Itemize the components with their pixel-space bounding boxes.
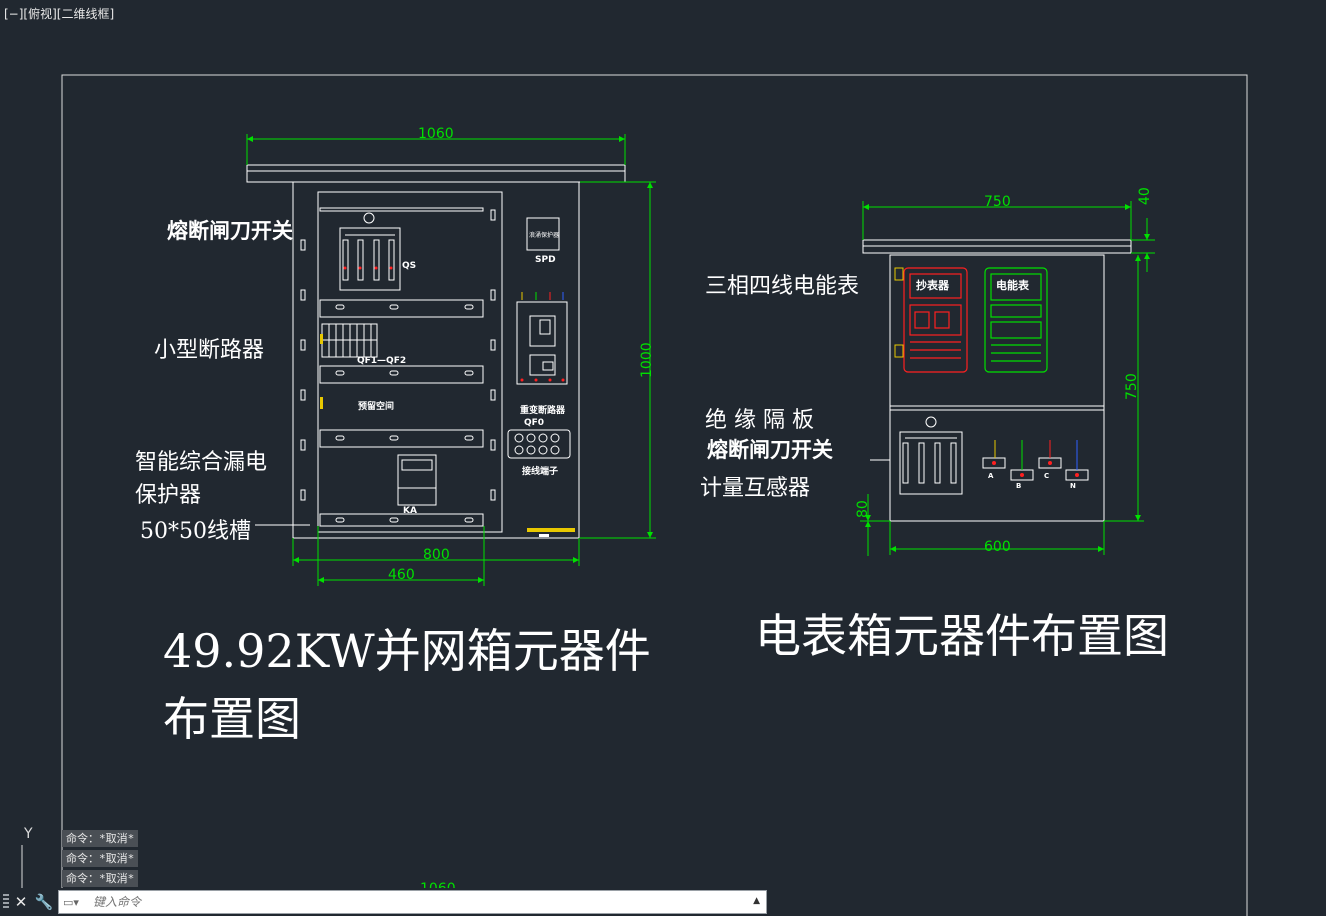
command-prompt-icon[interactable]: ▭▾	[63, 896, 79, 909]
tag-energy-meter: 电能表	[996, 278, 1030, 292]
grid-box-dimensions	[246, 134, 656, 586]
tag-qs: QS	[402, 261, 416, 271]
label-leak-protector-1: 智能综合漏电	[135, 450, 267, 475]
drawing-frame	[61, 74, 1248, 916]
command-history-line: 命令：*取消*	[62, 870, 139, 887]
dim-box2-inner: 600	[984, 539, 1011, 555]
command-history-line: 命令：*取消*	[62, 830, 139, 847]
dim-box1-width: 1060	[418, 126, 454, 142]
label-meter-3phase: 三相四线电能表	[705, 274, 859, 299]
tag-reserve: 预留空间	[358, 400, 394, 412]
meter-reader-device	[903, 267, 968, 373]
dim-box1-inner: 800	[423, 547, 450, 563]
viewport-label[interactable]: [−][俯视][二维线框]	[4, 7, 115, 21]
command-field[interactable]: ▭▾ ▲	[58, 890, 767, 914]
label-leak-protector-2: 保护器	[135, 483, 201, 508]
meter-box-dimensions	[860, 201, 1155, 556]
tag-terminal: 接线端子	[522, 465, 558, 477]
title-meter-box: 电表箱元器件布置图	[755, 609, 1169, 663]
dim-box2-small: 80	[855, 500, 871, 518]
ucs-icon	[21, 845, 23, 890]
command-history-line: 命令：*取消*	[62, 850, 139, 867]
dim-box1-height: 1000	[639, 342, 655, 378]
label-fuse-switch-2: 熔断闸刀开关	[707, 438, 833, 462]
tag-qf0: QF0	[524, 418, 544, 428]
title-grid-box-line1: 49.92KW并网箱元器件	[163, 624, 651, 678]
tag-qf1-qf2: QF1—QF2	[357, 356, 406, 366]
dim-box2-top: 40	[1137, 187, 1153, 205]
dim-box1-panel: 460	[388, 567, 415, 583]
dim-box2-width: 750	[984, 194, 1011, 210]
ucs-y-label: Y	[23, 826, 33, 842]
tag-ct-b: B	[1016, 482, 1021, 490]
tag-ct-c: C	[1044, 472, 1049, 480]
label-insulation-board: 绝 缘 隔 板	[705, 408, 814, 433]
label-fuse-switch-1: 熔断闸刀开关	[167, 219, 293, 243]
wrench-icon[interactable]: 🔧	[34, 893, 54, 911]
command-bar: ✕ 🔧 ▭▾ ▲	[0, 888, 770, 916]
grid-box-drawing	[246, 164, 626, 539]
label-wire-trough: 50*50线槽	[140, 519, 251, 544]
tag-ka: KA	[403, 506, 417, 516]
tag-ct-n: N	[1070, 482, 1076, 490]
command-input[interactable]	[93, 894, 733, 910]
label-ct: 计量互感器	[700, 476, 810, 501]
title-grid-box-line2: 布置图	[163, 692, 301, 746]
chevron-up-icon[interactable]: ▲	[753, 896, 760, 906]
tag-spd: SPD	[535, 255, 556, 265]
dim-box2-height: 750	[1124, 373, 1140, 400]
energy-meter-device	[984, 267, 1048, 373]
tag-spd-box: 浪涌保护器	[529, 231, 559, 239]
close-icon[interactable]: ✕	[14, 893, 28, 911]
tag-reader: 抄表器	[916, 278, 950, 292]
drag-handle-icon[interactable]	[3, 894, 9, 910]
tag-ct-a: A	[988, 472, 994, 480]
meter-box-accents	[894, 267, 1079, 477]
tag-dual-breaker: 重变断路器	[520, 404, 566, 416]
label-mcb: 小型断路器	[154, 338, 264, 363]
grid-box-accents	[320, 266, 575, 537]
